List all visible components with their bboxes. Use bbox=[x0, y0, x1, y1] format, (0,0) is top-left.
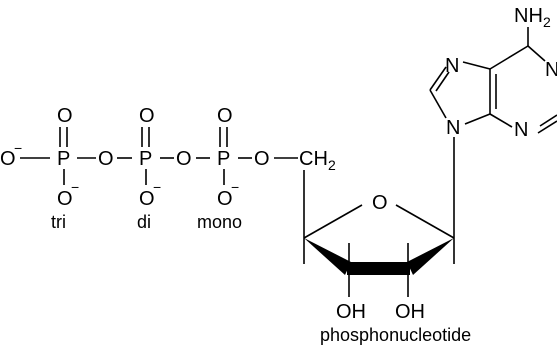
bond-c8-n7-double bbox=[435, 71, 450, 92]
wedge-bond-c1-c2 bbox=[407, 238, 454, 275]
phosphate-labels: tri di mono bbox=[51, 212, 242, 232]
hydroxyl-c2: OH bbox=[395, 301, 425, 323]
hydroxyl-c3: OH bbox=[336, 301, 366, 323]
bridging-oxygen-1: O bbox=[98, 148, 114, 170]
bond-n7-c5 bbox=[462, 61, 491, 70]
label-tri: tri bbox=[51, 212, 66, 232]
charged-oxygen-3: O bbox=[217, 188, 233, 210]
ring-oxygen: O bbox=[372, 192, 388, 214]
bond-n3-c2-double bbox=[537, 120, 557, 134]
molecule-caption: phosphonucleotide bbox=[320, 325, 471, 345]
negative-charge: − bbox=[153, 179, 161, 195]
ribose-sugar: O OH OH bbox=[303, 137, 455, 323]
label-di: di bbox=[137, 212, 151, 232]
double-bonded-oxygen-3: O bbox=[217, 105, 233, 127]
bond-c4-n3 bbox=[489, 113, 513, 128]
double-bonded-oxygen-1: O bbox=[57, 105, 73, 127]
bond-n9-c8 bbox=[429, 89, 447, 119]
terminal-oxygen: O bbox=[0, 148, 16, 170]
charged-oxygen-1: O bbox=[57, 188, 73, 210]
charged-oxygen-2: O bbox=[139, 188, 155, 210]
nitrogen-n9: N bbox=[446, 117, 460, 139]
phosphorus-2: P bbox=[139, 148, 152, 170]
bond-n3-c2 bbox=[539, 114, 557, 127]
ester-oxygen: O bbox=[254, 148, 270, 170]
nitrogen-n3: N bbox=[514, 119, 528, 141]
adenine-base: N N N N NH 2 bbox=[429, 5, 557, 141]
bond-c4-o bbox=[303, 204, 363, 239]
nitrogen-n1: N bbox=[545, 59, 557, 81]
negative-charge: − bbox=[71, 179, 79, 195]
phosphate-chain-atoms: O − P O O − O P O O − O P O O − O CH 2 bbox=[0, 105, 336, 210]
bond-c6-n1 bbox=[527, 45, 546, 62]
bond-c5-c6 bbox=[489, 45, 529, 70]
bond-c4-n9 bbox=[464, 113, 491, 125]
negative-charge: − bbox=[231, 179, 239, 195]
wedge-bond-c4-c3 bbox=[304, 238, 351, 275]
double-bonded-oxygen-2: O bbox=[139, 105, 155, 127]
methylene-subscript: 2 bbox=[328, 157, 336, 173]
phosphate-chain-bonds bbox=[20, 127, 298, 185]
bold-bond-c3-c2 bbox=[347, 262, 410, 275]
amino-group: NH bbox=[514, 5, 543, 27]
bond-o-c1 bbox=[395, 204, 455, 239]
amino-subscript: 2 bbox=[543, 14, 551, 30]
phosphorus-1: P bbox=[57, 148, 70, 170]
bridging-oxygen-2: O bbox=[176, 148, 192, 170]
label-mono: mono bbox=[197, 212, 242, 232]
phosphorus-3: P bbox=[217, 148, 230, 170]
bond-c8-n7 bbox=[429, 66, 447, 91]
methylene-group: CH bbox=[299, 148, 328, 170]
negative-charge: − bbox=[14, 140, 22, 156]
nitrogen-n7: N bbox=[445, 55, 459, 77]
